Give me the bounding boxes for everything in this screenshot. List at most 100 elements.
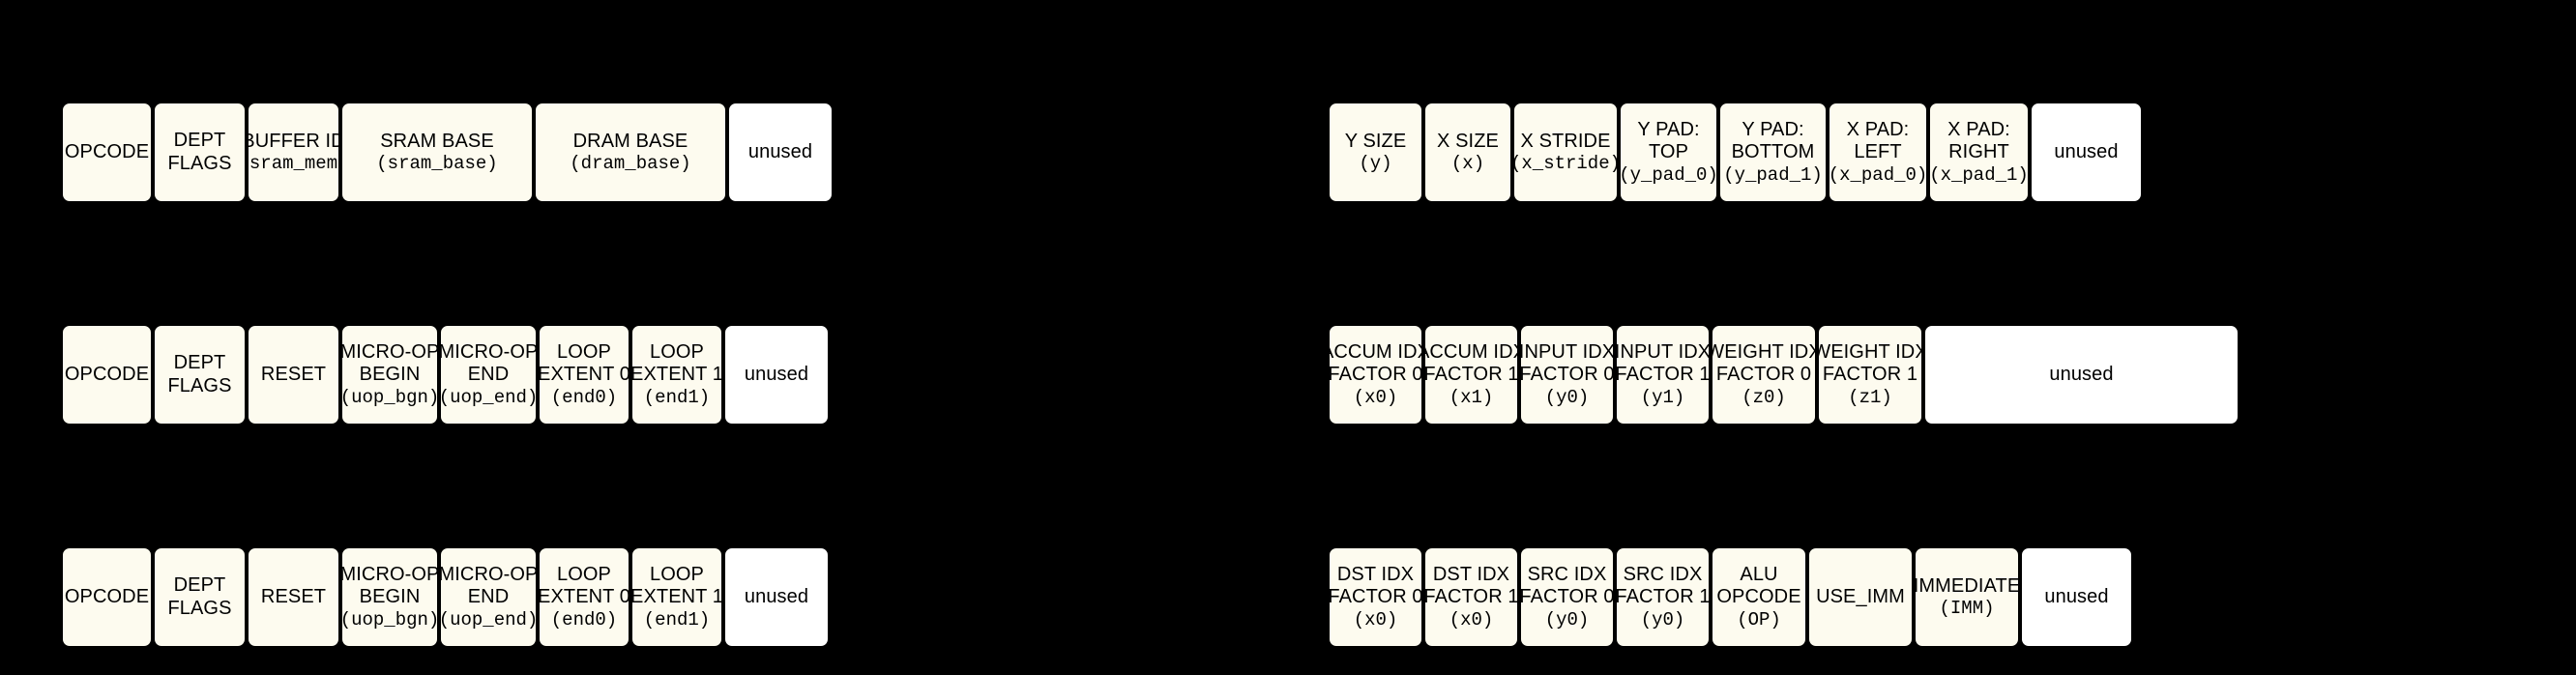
- field-label-line: OPCODE: [1716, 586, 1801, 608]
- field-label-line: Y SIZE: [1344, 130, 1407, 152]
- field-label-line: MICRO-OP: [340, 563, 439, 585]
- field-dram-base-dram-base: DRAM BASE(dram_base): [534, 102, 727, 203]
- field-label-line: FACTOR 0: [1328, 364, 1423, 386]
- field-code-name: (x_pad_0): [1828, 163, 1928, 186]
- field-label-line: EXTENT 0: [538, 586, 630, 608]
- field-code-name: (end0): [550, 386, 618, 408]
- field-label-line: OPCODE: [64, 363, 150, 385]
- field-code-name: (sram_base): [376, 153, 498, 175]
- field-label-line: DEPT: [173, 129, 226, 151]
- field-label-line: INPUT IDX: [1615, 340, 1711, 363]
- field-code-name: (IMM): [1939, 598, 1995, 620]
- field-unused: unused: [723, 546, 830, 648]
- field-opcode: OPCODE: [61, 546, 153, 648]
- field-label-line: DST IDX: [1336, 563, 1415, 585]
- field-label-line: unused: [747, 140, 813, 162]
- field-label-line: LOOP: [650, 340, 704, 363]
- field-label-line: BEGIN: [359, 586, 421, 608]
- field-y-pad-bottom-y-pad-1: Y PAD:BOTTOM(y_pad_1): [1718, 102, 1828, 203]
- field-label-line: END: [467, 586, 510, 608]
- field-label-line: FACTOR 1: [1423, 586, 1519, 608]
- field-label-line: FACTOR 1: [1822, 364, 1918, 386]
- field-label-line: FLAGS: [167, 152, 232, 174]
- field-unused: unused: [723, 324, 830, 426]
- field-label-line: FACTOR 0: [1519, 586, 1615, 608]
- field-unused: unused: [1923, 324, 2239, 426]
- field-label-line: FLAGS: [167, 374, 232, 396]
- field-label-line: LOOP: [557, 340, 611, 363]
- field-sram-base-sram-base: SRAM BASE(sram_base): [340, 102, 534, 203]
- field-label-line: ACCUM IDX: [1423, 340, 1517, 363]
- field-x-pad-left-x-pad-0: X PAD:LEFT(x_pad_0): [1828, 102, 1928, 203]
- field-unused: unused: [2030, 102, 2143, 203]
- field-label-line: MICRO-OP: [439, 340, 538, 363]
- field-unused: unused: [2020, 546, 2133, 648]
- field-code-name: (x1): [1449, 386, 1494, 408]
- field-code-name: (uop_bgn): [340, 608, 439, 631]
- field-immediate-imm: IMMEDIATE(IMM): [1914, 546, 2020, 648]
- field-label-line: FACTOR 1: [1615, 586, 1711, 608]
- field-reset: RESET: [247, 324, 340, 426]
- field-label-line: MICRO-OP: [340, 340, 439, 363]
- field-y-size-y: Y SIZE(y): [1328, 102, 1423, 203]
- field-label-line: unused: [744, 585, 809, 607]
- field-code-name: (end1): [643, 608, 711, 631]
- field-code-name: (y0): [1544, 386, 1590, 408]
- field-code-name: (dram_base): [570, 153, 691, 175]
- field-label-line: TOP: [1648, 141, 1689, 163]
- field-label-line: X STRIDE: [1520, 130, 1611, 152]
- field-label-line: LOOP: [650, 563, 704, 585]
- field-code-name: (y0): [1640, 608, 1685, 631]
- field-unused: unused: [727, 102, 834, 203]
- field-x-pad-right-x-pad-1: X PAD:RIGHT(x_pad_1): [1928, 102, 2030, 203]
- field-label-line: RIGHT: [1948, 141, 2009, 163]
- field-code-name: (y): [1359, 153, 1392, 175]
- field-code-name: (y_pad_0): [1619, 163, 1718, 186]
- field-label-line: FACTOR 0: [1519, 364, 1615, 386]
- field-code-name: (OP): [1737, 608, 1781, 631]
- field-code-name: (y0): [1544, 608, 1590, 631]
- field-label-line: X PAD:: [1846, 118, 1910, 140]
- field-label-line: BUFFER ID: [247, 130, 340, 152]
- field-label-line: unused: [2049, 363, 2114, 385]
- field-label-line: LOOP: [557, 563, 611, 585]
- field-label-line: RESET: [260, 585, 327, 607]
- field-label-line: X PAD:: [1947, 118, 2010, 140]
- field-group-memory-high-group: Y SIZE(y)X SIZE(x)X STRIDE(x_stride)Y PA…: [1328, 102, 2143, 203]
- field-label-line: DRAM BASE: [572, 130, 688, 152]
- field-x-size-x: X SIZE(x): [1423, 102, 1512, 203]
- field-code-name: (uop_end): [439, 608, 538, 631]
- field-code-name: (x0): [1449, 608, 1494, 631]
- field-label-line: unused: [2054, 140, 2119, 162]
- field-label-line: WEIGHT IDX: [1817, 340, 1923, 363]
- field-label-line: EXTENT 1: [630, 586, 723, 608]
- field-label-line: DST IDX: [1432, 563, 1510, 585]
- field-label-line: MICRO-OP: [439, 563, 538, 585]
- field-label-line: SRC IDX: [1623, 563, 1703, 585]
- field-label-line: FACTOR 0: [1328, 586, 1423, 608]
- field-label-line: EXTENT 0: [538, 364, 630, 386]
- field-label-line: RESET: [260, 363, 327, 385]
- field-code-name: (y1): [1640, 386, 1685, 408]
- field-label-line: unused: [744, 363, 809, 385]
- field-buffer-id-sram-mem: BUFFER ID(sram_mem): [247, 102, 340, 203]
- field-label-line: FACTOR 1: [1423, 364, 1519, 386]
- field-label-line: DEPT: [173, 573, 226, 596]
